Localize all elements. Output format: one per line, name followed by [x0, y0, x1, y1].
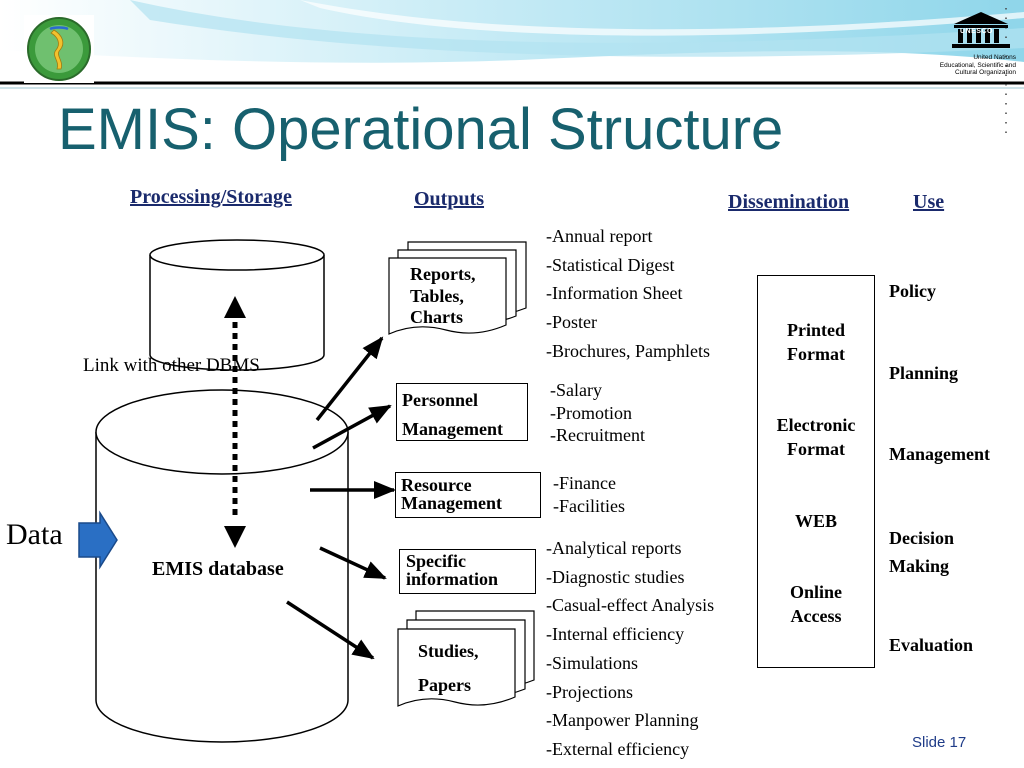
personnel-items-list: -Salary -Promotion -Recruitment [550, 379, 645, 447]
list-item: -Brochures, Pamphlets [546, 340, 710, 361]
online-line1: Online [789, 582, 842, 602]
use-policy: Policy [889, 281, 936, 301]
link-arrowhead-up [224, 296, 246, 318]
list-item: -Finance [553, 473, 616, 493]
dissemination-box: Printed Format Electronic Format WEB Onl… [757, 275, 875, 668]
use-evaluation: Evaluation [889, 635, 974, 655]
list-item: -Salary [550, 380, 602, 400]
resource-label-line1: Resource [401, 475, 472, 495]
link-arrowhead-down [224, 526, 246, 548]
studies-label-line1: Studies, [418, 641, 479, 661]
studies-items-list: -Analytical reports -Diagnostic studies … [546, 534, 714, 764]
web-label: WEB [794, 511, 837, 531]
header-processing: Processing/Storage [130, 186, 292, 208]
use-management: Management [889, 444, 990, 464]
reports-items-list: -Annual report -Statistical Digest -Info… [546, 222, 710, 366]
personnel-label-line2: Management [402, 419, 503, 439]
list-item: -Internal efficiency [546, 624, 685, 645]
mekong-logo-icon [24, 15, 94, 83]
header-swoosh-wave [130, 0, 1024, 57]
arrow-to-specific [319, 546, 387, 580]
printed-line2: Format [787, 344, 845, 364]
specific-label-line1: Specific [406, 551, 466, 571]
unesco-logo: UNESCO United Nations Educational, Scien… [936, 10, 1016, 85]
emis-database-label: EMIS database [152, 558, 284, 580]
use-decision-making: Decision Making [889, 524, 954, 580]
list-item: -Promotion [550, 402, 633, 423]
unesco-org-line2: Educational, Scientific and [939, 61, 1016, 69]
mekong-institute-logo [24, 15, 94, 83]
reports-doc-stack [388, 241, 527, 335]
specific-information-box: Specific information [399, 549, 536, 594]
studies-label-line2: Papers [418, 675, 471, 695]
resource-items-list: -Finance -Facilities [553, 472, 625, 518]
list-item: -Poster [546, 312, 597, 333]
personnel-management-box: Personnel Management [396, 383, 528, 441]
data-arrow-icon [78, 510, 118, 570]
resource-management-box: Resource Management [395, 472, 541, 518]
list-item: -Statistical Digest [546, 254, 675, 275]
decision-line1: Decision [889, 528, 954, 548]
online-line2: Access [790, 606, 842, 626]
reports-doc-label: Reports, Tables, Charts [410, 264, 476, 329]
studies-doc-stack [397, 610, 535, 707]
reports-label-line3: Charts [410, 307, 463, 327]
list-item: -Simulations [546, 652, 639, 673]
list-item: -External efficiency [546, 738, 690, 759]
arrow-to-personnel [312, 404, 392, 450]
electronic-line2: Format [787, 439, 845, 459]
list-item: -Recruitment [550, 425, 645, 445]
emis-database-cylinder [95, 389, 349, 743]
list-item: -Analytical reports [546, 538, 682, 558]
unesco-org-line3: Cultural Organization [954, 69, 1016, 76]
unesco-temple-icon [952, 12, 1010, 48]
reports-label-line2: Tables, [410, 285, 464, 306]
unesco-wordmark: UNESCO [960, 28, 993, 35]
resource-label-line2: Management [401, 493, 502, 513]
personnel-label-line1: Personnel [402, 390, 478, 410]
list-item: -Manpower Planning [546, 710, 699, 731]
use-planning: Planning [889, 363, 959, 383]
studies-doc-label: Studies, Papers [418, 634, 479, 702]
link-dbms-label: Link with other DBMS [83, 355, 260, 376]
list-item: -Diagnostic studies [546, 566, 685, 587]
page-title: EMIS: Operational Structure [58, 97, 784, 162]
list-item: -Casual-effect Analysis [546, 595, 715, 616]
decision-line2: Making [889, 556, 950, 576]
specific-label-line2: information [406, 569, 498, 589]
list-item: -Annual report [546, 226, 653, 246]
reports-label-line1: Reports, [410, 264, 476, 284]
list-item: -Facilities [553, 496, 625, 516]
header-swoosh-highlight [300, 0, 1024, 36]
arrow-to-reports [315, 336, 384, 422]
electronic-line1: Electronic [776, 415, 856, 435]
header-use: Use [913, 191, 945, 213]
unesco-org-line1: United Nations [973, 54, 1016, 61]
header-outputs: Outputs [414, 188, 485, 210]
printed-line1: Printed [787, 320, 845, 340]
list-item: -Projections [546, 681, 633, 702]
data-label: Data [6, 518, 63, 551]
slide-number: Slide 17 [912, 734, 967, 751]
arrow-to-studies [286, 600, 375, 660]
list-item: -Information Sheet [546, 283, 683, 304]
header-dissemination: Dissemination [728, 191, 850, 213]
